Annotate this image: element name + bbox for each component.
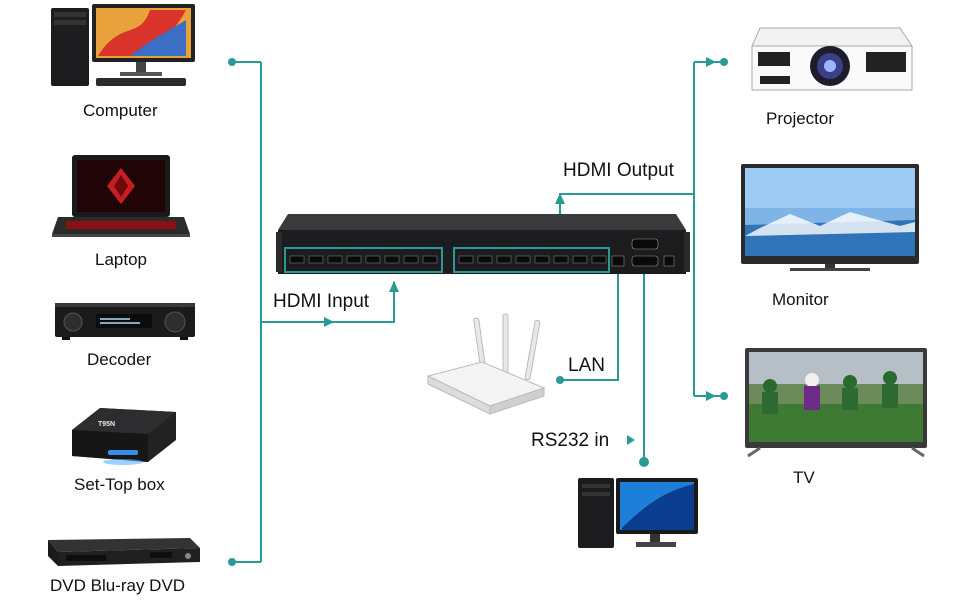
blu-ray-player-icon <box>48 538 200 566</box>
laptop-icon <box>52 155 190 237</box>
display-label-tv: TV <box>793 468 815 487</box>
projector-arrow <box>706 57 716 67</box>
input-bus-arrow <box>324 317 334 327</box>
rs232-arrow <box>627 435 635 445</box>
tv-port-dot <box>720 392 728 400</box>
svg-text:T95N: T95N <box>98 421 115 428</box>
decoder-icon <box>55 303 195 340</box>
computer-port-dot <box>228 58 236 66</box>
lan-port <box>611 255 625 267</box>
arrowheads <box>324 57 716 445</box>
source-label-bluray: DVD Blu-ray DVD <box>50 576 186 595</box>
bluray-port-dot <box>228 558 236 566</box>
hdmi-output-label: HDMI Output <box>563 160 674 181</box>
display-label-projector: Projector <box>766 109 835 128</box>
monitor-icon <box>741 164 919 271</box>
desktop-pc-icon <box>578 478 698 548</box>
projector-port-dot <box>720 58 728 66</box>
router-port-dot <box>556 376 564 384</box>
tv-arrow <box>706 391 716 401</box>
lan-label: LAN <box>568 355 605 376</box>
hdmi-input-label: HDMI Input <box>273 291 370 312</box>
rs232-label: RS232 in <box>531 430 610 451</box>
computer-icon <box>51 4 195 86</box>
display-label-monitor: Monitor <box>772 290 829 309</box>
output-up-arrow <box>555 193 565 204</box>
source-label-set-top-box: Set-Top box <box>74 475 165 494</box>
tv-icon <box>745 348 927 458</box>
wifi-router-icon <box>426 313 546 415</box>
connection-dots <box>228 58 728 566</box>
power-port <box>663 255 675 267</box>
rs232-port-2 <box>631 255 659 267</box>
source-label-computer: Computer <box>83 101 158 120</box>
input-up-arrow <box>389 281 399 292</box>
hdmi-input-ports <box>289 255 438 264</box>
hdmi-matrix-switcher-icon <box>276 214 690 274</box>
set-top-box-icon: T95N <box>72 408 176 465</box>
hdmi-output-ports <box>458 255 607 264</box>
rs232-port <box>631 238 659 250</box>
projector-icon <box>751 27 913 91</box>
source-label-laptop: Laptop <box>95 250 147 269</box>
pc-port-dot <box>639 457 649 467</box>
source-label-decoder: Decoder <box>87 350 152 369</box>
